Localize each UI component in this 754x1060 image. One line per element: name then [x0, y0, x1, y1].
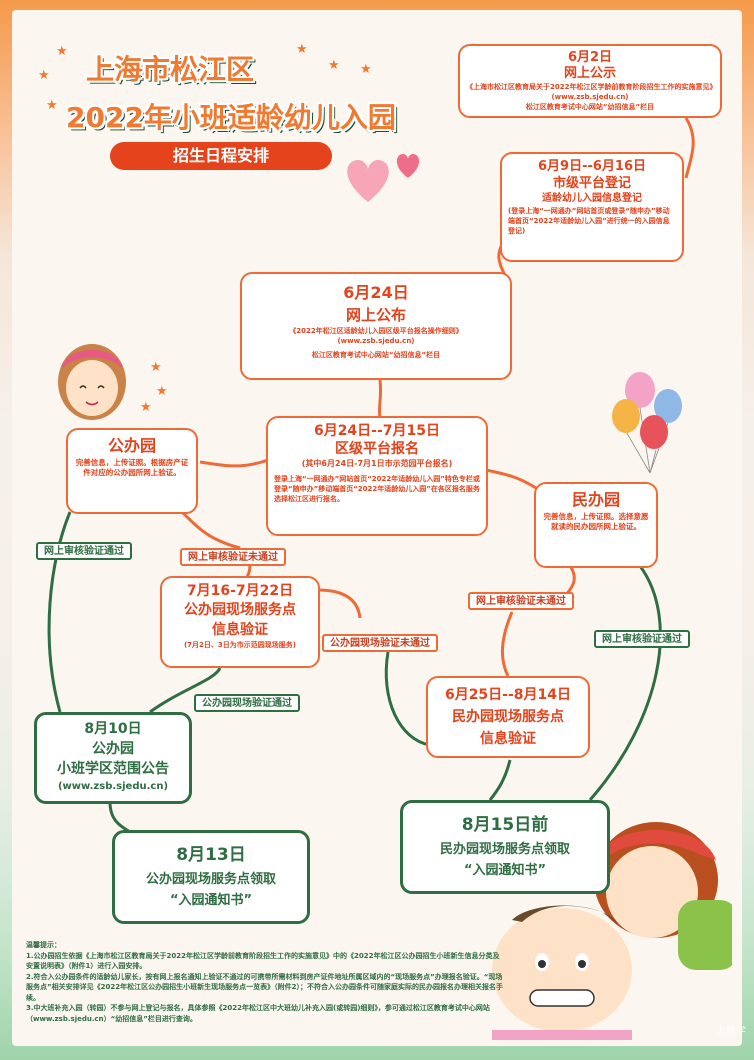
label-public-online-pass: 网上审核验证通过: [36, 542, 132, 560]
step-public-announce: 8月10日 公办园 小班学区范围公告 (www.zsb.sjedu.cn): [34, 712, 192, 804]
step-detail: 登录上海“一网通办”网站首页“2022年适龄幼儿入园”特色专栏或登录“随申办”移…: [274, 475, 480, 503]
connector-district-to-private: [485, 468, 537, 490]
connector-publish-to-district: [377, 379, 383, 419]
connector-notice-to-register: [684, 117, 695, 179]
step-date: 6月24日: [343, 283, 409, 302]
title-line1: 上海市松江区: [86, 53, 255, 86]
tips-section: 温馨提示： 1.公办园招生依据《上海市松江区教育局关于2022年松江区学龄前教育…: [26, 940, 506, 1024]
step-subtitle: 信息验证: [480, 731, 536, 747]
tip-item: 1.公办园招生依据《上海市松江区教育局关于2022年松江区学龄前教育阶段招生工作…: [26, 951, 500, 971]
step-title: 公办园现场服务点: [184, 602, 296, 618]
step-title: 公办园: [92, 741, 134, 757]
step-title: 网上公布: [345, 306, 406, 324]
girl-avatar: [58, 344, 126, 420]
kids-illustration: [492, 822, 732, 1040]
star-icon: ★: [46, 98, 58, 113]
step-date: 6月9日--6月16日: [537, 159, 647, 174]
step-subtitle: “入园通知书”: [463, 863, 547, 878]
step-title: 市级平台登记: [552, 176, 631, 191]
step-district-register: 6月24日--7月15日 区级平台报名 (其中6月24日-7月1日市示范园平台报…: [266, 416, 488, 536]
label-public-onsite-pass: 公办园现场验证通过: [194, 694, 300, 712]
step-detail: 完善信息，上传证照。根据房产证件对应的公办园所网上验证。: [75, 458, 189, 477]
step-subtitle: 信息验证: [212, 622, 268, 638]
connector-verify-to-fail: [317, 588, 362, 619]
step-date: 8月13日: [176, 845, 246, 865]
star-icon: ★: [150, 360, 162, 375]
step-title: 网上公示: [563, 66, 616, 81]
connector-public-to-fail: [178, 508, 241, 550]
step-public-verify: 7月16-7月22日 公办园现场服务点 信息验证 (7月2日、3日为市示范园现场…: [160, 576, 320, 668]
connector-private-pass: [588, 565, 662, 801]
step-date: 8月10日: [84, 721, 142, 737]
label-public-onsite-fail: 公办园现场验证未通过: [322, 634, 438, 652]
step-subtitle: “入园通知书”: [169, 893, 253, 908]
step-detail: 《2022年松江区适龄幼儿入园区级平台报名操作细则》: [289, 327, 463, 335]
star-icon: ★: [38, 68, 50, 83]
step-detail: (登录上海“一网通办”网站首页或登录“随申办”移动端首页“2022年适龄幼儿入园…: [508, 207, 670, 235]
step-title: 民办园现场服务点: [452, 709, 564, 725]
step-date: 6月24日--7月15日: [313, 423, 441, 439]
step-public-kg: 公办园 完善信息，上传证照。根据房产证件对应的公办园所网上验证。: [66, 428, 198, 514]
title-line2: 2022年小班适龄幼儿入园: [66, 101, 396, 134]
step-note: (7月2日、3日为市示范园现场服务): [183, 641, 296, 649]
label-private-online-pass: 网上审核验证通过: [594, 630, 690, 648]
step-detail: 《上海市松江区教育局关于2022年松江区学龄前教育阶段招生工作的实施意见》: [466, 83, 717, 91]
tip-item: 2.符合入公办园条件的适龄幼儿家长，按有网上报名通知上验证不通过的可携带所需材料…: [26, 972, 503, 1002]
step-date: 7月16-7月22日: [186, 583, 294, 599]
star-icon: ★: [360, 62, 372, 77]
step-title: 公办园: [107, 436, 156, 455]
step-note: (其中6月24日-7月1日市示范园平台报名): [301, 459, 453, 468]
star-icon: ★: [296, 42, 308, 57]
connector-public-pass: [47, 511, 72, 713]
tip-item: 3.中大班补充入园（转园）不参与网上登记与报名，具体参照《2022年松江区中大班…: [26, 1004, 490, 1023]
step-date: 6月2日: [567, 50, 613, 65]
step-detail: 松江区教育考试中心网站“幼招信息”栏目: [525, 103, 655, 111]
star-icon: ★: [328, 58, 340, 73]
heart-icon: [347, 154, 420, 202]
step-private-notice-receive: 8月15日前 民办园现场服务点领取 “入园通知书”: [400, 800, 610, 894]
connector-district-to-public: [199, 458, 269, 468]
step-title: 民办园现场服务点领取: [439, 842, 570, 857]
label-private-online-fail: 网上审核验证未通过: [468, 592, 574, 610]
schedule-banner: 招生日程安排: [110, 142, 332, 170]
star-icon: ★: [56, 44, 68, 59]
step-detail: 松江区教育考试中心网站“幼招信息”栏目: [311, 351, 441, 359]
connector-onsite-fail-to-private: [384, 651, 431, 747]
star-icon: ★: [156, 384, 168, 399]
step-public-notice: 6月2日 网上公示 《上海市松江区教育局关于2022年松江区学龄前教育阶段招生工…: [458, 44, 722, 118]
connector-privverify-to-receive: [488, 759, 512, 801]
step-url: (www.zsb.sjedu.cn): [57, 781, 169, 792]
step-detail: 完善信息，上传证照。选择意愿就读的民办园所网上验证。: [543, 512, 649, 531]
step-title: 区级平台报名: [335, 441, 419, 457]
connector-privfail-to-verify: [500, 611, 514, 677]
step-private-verify: 6月25日--8月14日 民办园现场服务点 信息验证: [426, 676, 590, 758]
step-title: 民办园: [571, 490, 620, 509]
label-public-online-fail: 网上审核验证未通过: [180, 548, 286, 566]
step-url: (www.zsb.sjedu.cn): [551, 93, 629, 101]
step-city-register: 6月9日--6月16日 市级平台登记 适龄幼儿入园信息登记 (登录上海“一网通办…: [500, 152, 684, 262]
tips-heading: 温馨提示：: [26, 941, 61, 949]
step-private-kg: 民办园 完善信息，上传证照。选择意愿就读的民办园所网上验证。: [534, 482, 658, 568]
connector-verify-pass: [149, 667, 222, 714]
star-icon: ★: [140, 400, 152, 415]
step-online-publish: 6月24日 网上公布 《2022年松江区适龄幼儿入园区级平台报名操作细则》 (w…: [240, 272, 512, 380]
step-subtitle: 小班学区范围公告: [57, 761, 169, 777]
step-subtitle: 适龄幼儿入园信息登记: [542, 193, 642, 204]
connector-announce-to-receive: [108, 801, 131, 834]
watermark: 上教学: [716, 1026, 746, 1037]
step-url: (www.zsb.sjedu.cn): [337, 337, 415, 345]
step-date: 6月25日--8月14日: [444, 687, 572, 703]
step-public-notice-receive: 8月13日 公办园现场服务点领取 “入园通知书”: [112, 830, 310, 924]
step-title: 公办园现场服务点领取: [145, 872, 276, 887]
step-date: 8月15日前: [461, 815, 549, 835]
balloons-icon: [612, 372, 682, 474]
